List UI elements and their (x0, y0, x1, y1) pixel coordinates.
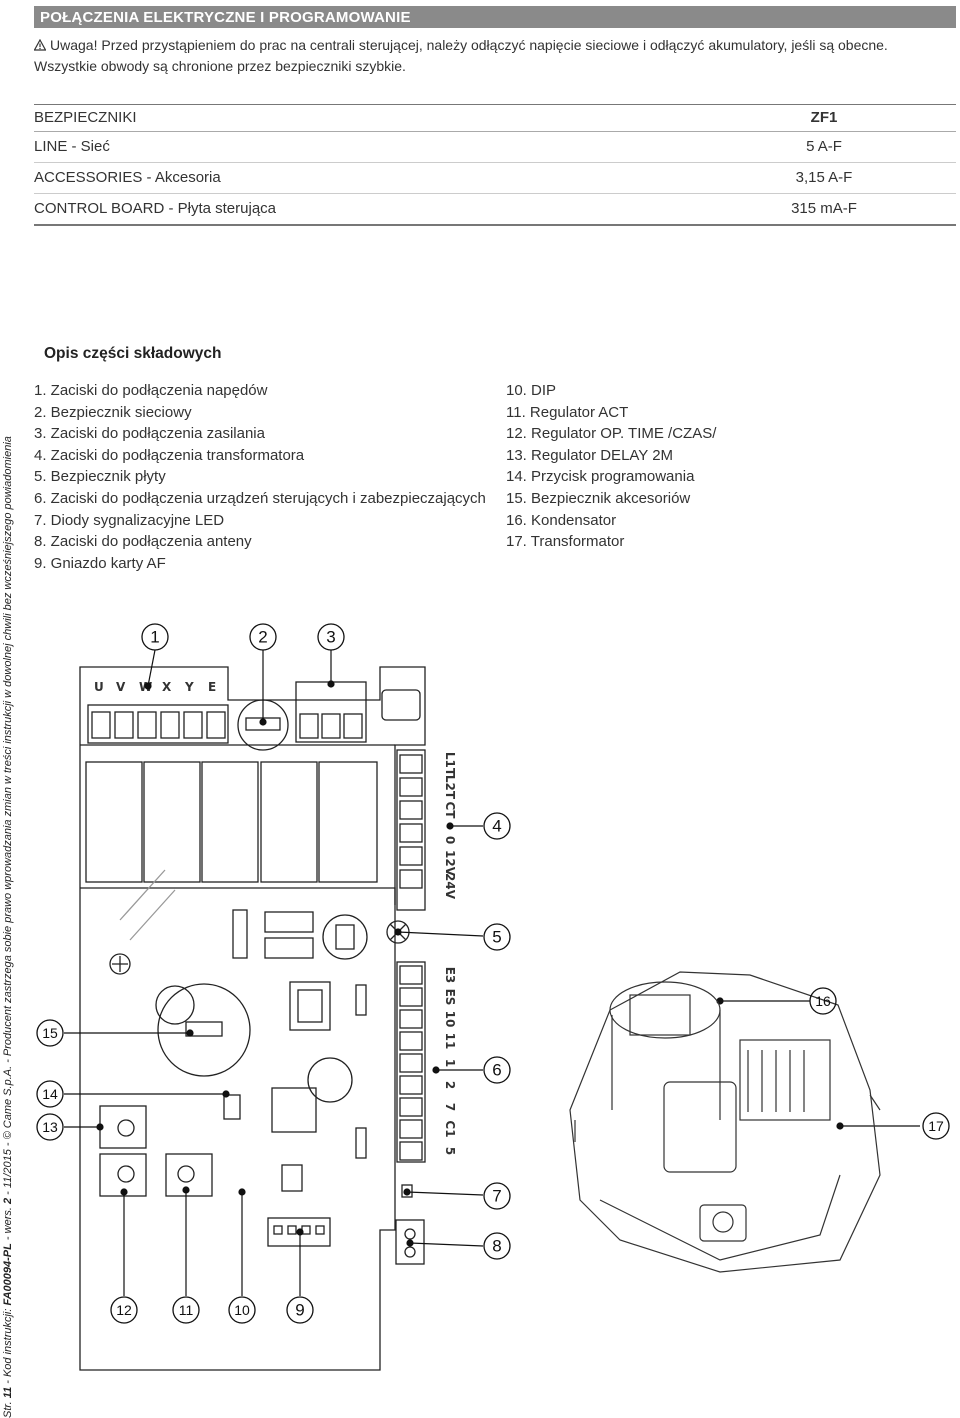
list-item: 9. Gniazdo karty AF (34, 554, 166, 572)
fuse-table-header: BEZPIECZNIKI ZF1 (34, 104, 956, 132)
callout-9: 9 (295, 1301, 304, 1320)
transformer-terminal-label: L1T (443, 752, 457, 777)
parts-list-right: 10. DIP 11. Regulator ACT 12. Regulator … (506, 380, 716, 553)
control-terminal-label: 2 (443, 1081, 457, 1089)
transformer-terminal-label: CT (443, 802, 457, 820)
control-terminal-label: 7 (443, 1103, 457, 1111)
callout-15: 15 (42, 1025, 58, 1041)
list-item: 16. Kondensator (506, 511, 617, 529)
parts-list-left: 1. Zaciski do podłączenia napędów 2. Bez… (34, 380, 486, 574)
motor-terminal-label: E (208, 680, 216, 694)
callout-17: 17 (928, 1118, 944, 1134)
transformer-terminal-label: 24V (443, 873, 457, 900)
list-item: 10. DIP (506, 382, 557, 399)
warning-line-2: Wszystkie obwody są chronione przez bezp… (34, 58, 406, 74)
warning-line-1: Uwaga! Przed przystąpieniem do prac na c… (34, 35, 956, 56)
fuse-row-label: CONTROL BOARD - Płyta sterująca (34, 200, 276, 217)
list-item: 13. Regulator DELAY 2M (506, 446, 674, 464)
list-item: 4. Zaciski do podłączenia transformatora (34, 446, 305, 464)
list-item: 1. Zaciski do podłączenia napędów (34, 382, 268, 399)
section-title: POŁĄCZENIA ELEKTRYCZNE I PROGRAMOWANIE (40, 9, 411, 26)
motor-terminal-label: U (94, 680, 104, 694)
motor-terminal-label: Y (184, 680, 194, 694)
callout-12: 12 (116, 1302, 132, 1318)
list-item: 11. Regulator ACT (506, 403, 629, 421)
fuse-row-value: 315 mA-F (791, 200, 857, 217)
list-item: 5. Bezpiecznik płyty (34, 468, 166, 486)
callout-7: 7 (492, 1187, 501, 1206)
transformer-terminal-label: L2T (443, 775, 457, 800)
list-item: 2. Bezpiecznik sieciowy (34, 403, 192, 421)
callout-1: 1 (150, 628, 159, 647)
warning-block: Uwaga! Przed przystąpieniem do prac na c… (34, 35, 956, 77)
callout-14: 14 (42, 1086, 58, 1102)
callout-2: 2 (258, 628, 267, 647)
warning-text: Uwaga! Przed przystąpieniem do prac na c… (50, 37, 888, 53)
callout-6: 6 (492, 1061, 501, 1080)
callout-8: 8 (492, 1237, 501, 1256)
control-terminal-label: 1 (443, 1059, 457, 1067)
operator-illustration (569, 971, 881, 1273)
fuse-row-value: 5 A-F (806, 138, 842, 155)
parts-title: Opis części składowych (44, 345, 222, 362)
control-terminal-label: C1 (443, 1120, 457, 1137)
motor-terminal-label: X (162, 680, 172, 694)
list-item: 17. Transformator (506, 533, 625, 551)
fuse-row: ACCESSORIES - Akcesoria 3,15 A-F (34, 163, 956, 194)
callout-3: 3 (326, 628, 335, 647)
motor-terminal-label: V (116, 680, 126, 694)
fuse-header-value: ZF1 (810, 109, 838, 126)
callout-5: 5 (492, 928, 501, 947)
list-item: 8. Zaciski do podłączenia anteny (34, 533, 252, 551)
callout-16: 16 (815, 993, 831, 1009)
callout-4: 4 (492, 817, 501, 836)
fuse-row-label: LINE - Sieć (34, 138, 110, 155)
transformer-terminal-label: 12V (443, 850, 457, 877)
section-header: POŁĄCZENIA ELEKTRYCZNE I PROGRAMOWANIE (34, 6, 956, 28)
fuse-header-label: BEZPIECZNIKI (34, 109, 137, 126)
control-terminal-label: 5 (443, 1147, 457, 1155)
control-terminal-label: 10 (443, 1011, 457, 1028)
list-item: 6. Zaciski do podłączenia urządzeń steru… (34, 489, 486, 507)
fuse-table: BEZPIECZNIKI ZF1 LINE - Sieć 5 A-F ACCES… (34, 104, 956, 226)
callout-13: 13 (42, 1119, 58, 1135)
callout-11: 11 (179, 1302, 194, 1318)
control-terminal-label: ES (443, 989, 457, 1006)
list-item: 7. Diody sygnalizacyjne LED (34, 511, 225, 529)
list-item: 15. Bezpiecznik akcesoriów (506, 489, 691, 507)
transformer-terminal-label: 0 (443, 836, 457, 844)
control-terminal-label: 11 (443, 1033, 457, 1050)
list-item: 14. Przycisk programowania (506, 468, 695, 486)
list-item: 3. Zaciski do podłączenia zasilania (34, 425, 265, 443)
callout-10: 10 (234, 1302, 250, 1318)
fuse-row-value: 3,15 A-F (795, 169, 853, 186)
board-outline (79, 666, 426, 1371)
fuse-row-label: ACCESSORIES - Akcesoria (34, 169, 221, 186)
fuse-row: CONTROL BOARD - Płyta sterująca 315 mA-F (34, 194, 956, 226)
control-terminal-label: E3 (443, 967, 457, 984)
list-item: 12. Regulator OP. TIME /CZAS/ (506, 425, 717, 443)
warning-triangle-icon (34, 39, 46, 51)
fuse-row: LINE - Sieć 5 A-F (34, 132, 956, 163)
